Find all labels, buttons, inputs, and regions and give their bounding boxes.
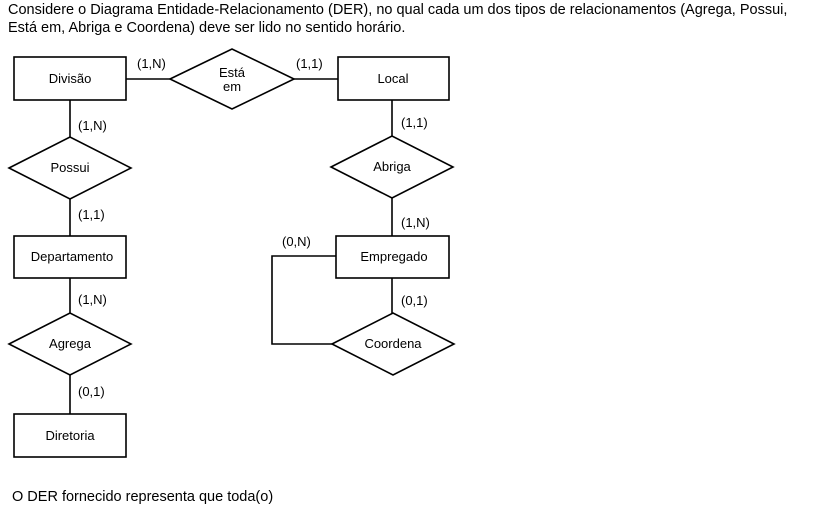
cardinality-divisao-esta-em: (1,N) xyxy=(137,56,166,71)
relationship-abriga: Abriga xyxy=(329,135,455,199)
cardinality-local-esta-em: (1,1) xyxy=(296,56,323,71)
relationship-possui-label: Possui xyxy=(50,160,89,175)
entity-empregado-label: Empregado xyxy=(360,249,427,264)
relationship-coordena-label: Coordena xyxy=(364,336,422,351)
question-closing: O DER fornecido representa que toda(o) xyxy=(12,489,274,505)
cardinality-divisao-possui: (1,N) xyxy=(78,118,107,133)
question-intro-line1: Considere o Diagrama Entidade-Relacionam… xyxy=(8,2,788,18)
entity-empregado: Empregado xyxy=(335,235,450,279)
entity-departamento: Departamento xyxy=(13,235,127,279)
cardinality-empregado-abriga: (1,N) xyxy=(401,215,430,230)
entity-divisao-label: Divisão xyxy=(49,71,92,86)
entity-diretoria: Diretoria xyxy=(13,413,127,458)
relationship-esta-em: Está em xyxy=(168,48,296,110)
entity-divisao: Divisão xyxy=(13,56,127,101)
relationship-agrega: Agrega xyxy=(7,312,133,376)
cardinality-departamento-agrega: (1,N) xyxy=(78,292,107,307)
relationship-esta-em-label-1: Está xyxy=(219,65,246,80)
cardinality-departamento-possui: (1,1) xyxy=(78,207,105,222)
link-empregado-coordena-loop xyxy=(271,255,336,345)
entity-local-label: Local xyxy=(377,71,408,86)
entity-local: Local xyxy=(337,56,450,101)
question-intro: Considere o Diagrama Entidade-Relacionam… xyxy=(8,1,832,37)
question-intro-line2: Está em, Abriga e Coordena) deve ser lid… xyxy=(8,20,406,36)
relationship-coordena: Coordena xyxy=(330,312,456,376)
relationship-esta-em-label-2: em xyxy=(223,79,241,94)
entity-departamento-label: Departamento xyxy=(31,249,113,264)
cardinality-empregado-coordena-loop: (0,N) xyxy=(282,234,311,249)
entity-diretoria-label: Diretoria xyxy=(45,428,95,443)
relationship-agrega-label: Agrega xyxy=(49,336,92,351)
relationship-possui: Possui xyxy=(7,136,133,200)
cardinality-empregado-coordena: (0,1) xyxy=(401,293,428,308)
relationship-abriga-label: Abriga xyxy=(373,159,411,174)
cardinality-local-abriga: (1,1) xyxy=(401,115,428,130)
cardinality-diretoria-agrega: (0,1) xyxy=(78,384,105,399)
